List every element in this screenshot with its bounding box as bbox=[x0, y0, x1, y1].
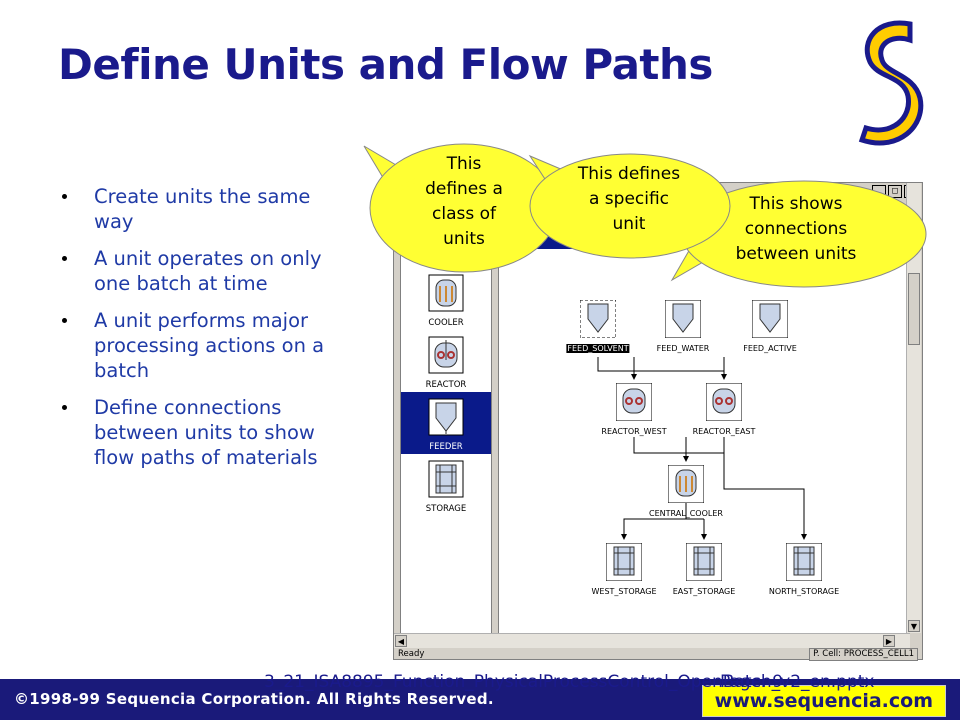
bullet-item: Define connections between units to show… bbox=[62, 395, 352, 470]
palette-label: STORAGE bbox=[425, 504, 467, 514]
vertical-scrollbar[interactable]: ▼ bbox=[906, 183, 921, 633]
palette-item-feeder[interactable]: FEEDER bbox=[401, 392, 491, 454]
unit-class-palette: COOLER REACTOR FEEDER bbox=[400, 227, 492, 637]
scroll-left-arrow-icon[interactable]: ◀ bbox=[395, 635, 407, 647]
scroll-thumb[interactable] bbox=[908, 273, 920, 345]
unit-label: REACTOR_WEST bbox=[601, 427, 667, 436]
unit-label: FEED_WATER bbox=[656, 344, 710, 353]
file-name: 3_21_ISA8895_Function_PhysicalProcessCon… bbox=[264, 672, 875, 692]
callout-connections bbox=[670, 180, 927, 288]
flow-connections bbox=[597, 357, 807, 540]
footer-bar: ©1998-99 Sequencia Corporation. All Righ… bbox=[0, 679, 960, 720]
feed-active-unit[interactable] bbox=[752, 300, 788, 338]
feed-water-unit[interactable] bbox=[665, 300, 701, 338]
status-process-cell: P. Cell: PROCESS_CELL1 bbox=[809, 648, 918, 661]
unit-label: WEST_STORAGE bbox=[591, 587, 657, 596]
unit-label: CENTRAL_COOLER bbox=[649, 509, 723, 518]
feed-solvent-unit[interactable] bbox=[580, 300, 616, 338]
bullet-item: A unit operates on only one batch at tim… bbox=[62, 246, 352, 296]
unit-label: REACTOR_EAST bbox=[692, 427, 756, 436]
website-badge: www.sequencia.com bbox=[701, 685, 946, 717]
central-cooler-unit[interactable] bbox=[668, 465, 704, 503]
callout-class-of-units bbox=[363, 143, 550, 273]
unit-label: NORTH_STORAGE bbox=[768, 587, 840, 596]
status-ready: Ready bbox=[398, 649, 425, 659]
copyright-text: ©1998-99 Sequencia Corporation. All Righ… bbox=[14, 690, 494, 708]
unit-label: FEED_SOLVENT bbox=[566, 344, 630, 353]
west-storage-unit[interactable] bbox=[606, 543, 642, 581]
storage-icon bbox=[428, 460, 464, 498]
north-storage-unit[interactable] bbox=[786, 543, 822, 581]
flow-path-diagram[interactable]: FEED_SOLVENT FEED_WATER FEED_ACTIVE REAC… bbox=[498, 249, 907, 633]
callout-connections-text: This shows connections between units bbox=[735, 194, 857, 264]
callout-specific-unit bbox=[528, 153, 731, 259]
feeder-icon bbox=[428, 398, 464, 436]
bullet-item: A unit performs major processing actions… bbox=[62, 308, 352, 383]
scroll-down-arrow-icon[interactable]: ▼ bbox=[908, 620, 920, 632]
maximize-button[interactable]: □ bbox=[888, 185, 902, 198]
palette-label: FEEDER bbox=[429, 442, 463, 452]
horizontal-scrollbar[interactable]: ◀ ▶ bbox=[394, 633, 910, 648]
palette-item-reactor[interactable]: REACTOR bbox=[401, 330, 491, 392]
callout-specific-unit-text: This defines a specific unit bbox=[577, 164, 681, 234]
cooler-icon bbox=[428, 274, 464, 312]
palette-label: COOLER bbox=[428, 318, 464, 328]
scroll-right-arrow-icon[interactable]: ▶ bbox=[883, 635, 895, 647]
east-storage-unit[interactable] bbox=[686, 543, 722, 581]
sequencia-logo bbox=[858, 20, 924, 146]
palette-item-storage[interactable]: STORAGE bbox=[401, 454, 491, 516]
palette-label: REACTOR bbox=[425, 380, 467, 390]
unit-label: FEED_ACTIVE bbox=[743, 344, 797, 353]
slide-title: Define Units and Flow Paths bbox=[58, 40, 713, 89]
reactor-west-unit[interactable] bbox=[616, 383, 652, 421]
palette-item-cooler[interactable]: COOLER bbox=[401, 268, 491, 330]
unit-label: EAST_STORAGE bbox=[672, 587, 736, 596]
status-bar: Ready P. Cell: PROCESS_CELL1 bbox=[394, 647, 922, 661]
reactor-east-unit[interactable] bbox=[706, 383, 742, 421]
bullet-item: Create units the same way bbox=[62, 184, 352, 234]
callout-class-of-units-text: This defines a class of units bbox=[425, 154, 503, 249]
page-number: Page: 9 bbox=[720, 672, 784, 692]
reactor-icon bbox=[428, 336, 464, 374]
bullet-list: Create units the same way A unit operate… bbox=[62, 184, 352, 482]
